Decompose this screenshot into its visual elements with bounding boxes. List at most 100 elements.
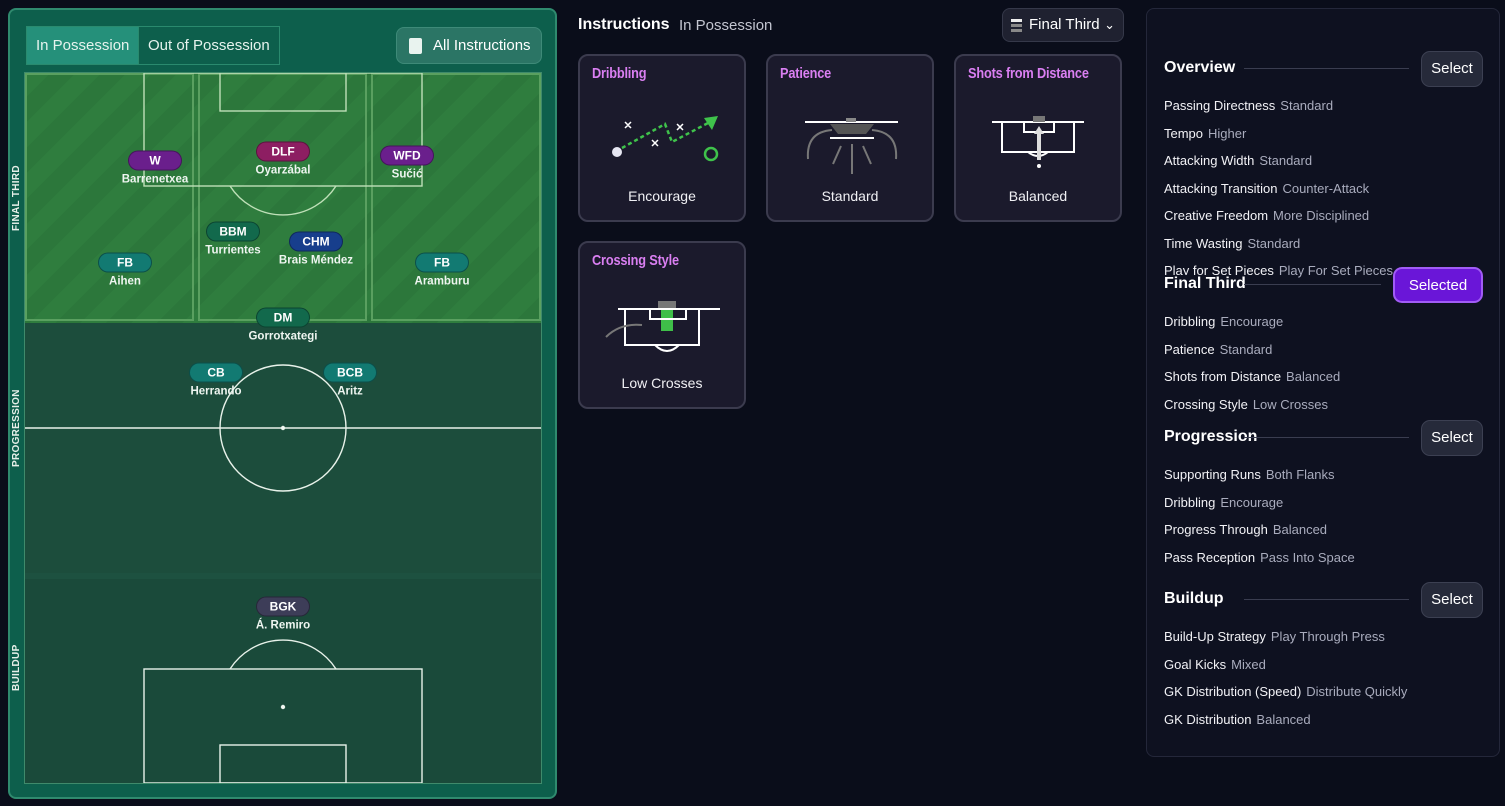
row-value: Higher xyxy=(1208,125,1247,141)
player-name: Aritz xyxy=(337,385,363,398)
instruction-card-patience[interactable]: Patience Standard xyxy=(766,54,934,222)
player-marker[interactable]: FB Aramburu xyxy=(382,252,502,288)
row-label: Play for Set Pieces xyxy=(1164,263,1274,278)
patience-icon xyxy=(805,118,898,174)
divider xyxy=(1244,284,1381,285)
row-label: Creative Freedom xyxy=(1164,208,1269,223)
instructions-subtitle: In Possession xyxy=(679,17,773,34)
card-title: Crossing Style xyxy=(592,252,679,269)
card-title: Patience xyxy=(780,65,832,82)
role-badge: CB xyxy=(189,362,243,383)
role-badge: FB xyxy=(415,252,469,273)
role-badge: WFD xyxy=(380,145,434,166)
row-label: Attacking Width xyxy=(1164,153,1255,168)
select-button[interactable]: Select xyxy=(1421,51,1483,87)
row-value: Balanced xyxy=(1256,711,1311,727)
player-name: Turrientes xyxy=(205,244,261,257)
row-value: Counter-Attack xyxy=(1282,180,1370,196)
row-label: Time Wasting xyxy=(1164,235,1243,251)
final-third-right-channel[interactable] xyxy=(371,73,541,321)
row-value: Play For Set Pieces xyxy=(1278,263,1393,278)
section-title: Progression xyxy=(1164,428,1270,446)
instruction-card-dribbling[interactable]: Dribbling Encourage xyxy=(578,54,746,222)
role-badge: FB xyxy=(98,252,152,273)
zone-label-buildup: BUILDUP xyxy=(11,644,22,692)
selected-button[interactable]: Selected xyxy=(1393,267,1483,303)
crossing-style-icon xyxy=(605,301,720,352)
select-button[interactable]: Select xyxy=(1421,420,1483,456)
row-value: Standard xyxy=(1280,98,1334,113)
card-title: Shots from Distance xyxy=(968,65,1089,82)
chevron-down-icon: ⌄ xyxy=(1104,17,1115,32)
row-label: GK Distribution xyxy=(1164,711,1252,727)
shots-from-distance-icon xyxy=(992,116,1084,168)
divider xyxy=(1244,437,1409,438)
row-value: Low Crosses xyxy=(1252,396,1328,412)
row-value: Distribute Quickly xyxy=(1306,684,1408,699)
instruction-card-shots-from-distance[interactable]: Shots from Distance Balanced xyxy=(954,54,1122,222)
dribbling-icon xyxy=(612,116,719,162)
player-name: Á. Remiro xyxy=(255,619,311,632)
select-button[interactable]: Select xyxy=(1421,582,1483,618)
section-title: Overview xyxy=(1164,59,1248,77)
final-third-left-channel[interactable] xyxy=(25,73,194,321)
row-label: Crossing Style xyxy=(1164,396,1248,412)
instruction-card-crossing-style[interactable]: Crossing Style Low Crosses xyxy=(578,241,746,409)
row-label: Progress Through xyxy=(1164,522,1268,537)
role-badge: BBM xyxy=(206,221,260,242)
player-marker[interactable]: DM Gorrotxategi xyxy=(223,307,343,343)
row-label: Pass Reception xyxy=(1164,549,1256,565)
player-name: Brais Méndez xyxy=(278,254,354,267)
row-value: More Disciplined xyxy=(1273,208,1370,223)
row-label: Goal Kicks xyxy=(1164,656,1227,672)
phase-dropdown-value: Final Third xyxy=(1029,16,1100,33)
card-value: Standard xyxy=(821,188,879,204)
row-value: Mixed xyxy=(1231,656,1266,672)
player-marker[interactable]: BBM Turrientes xyxy=(173,221,293,257)
row-value: Standard xyxy=(1219,341,1273,357)
row-value: Standard xyxy=(1247,235,1301,251)
card-value: Low Crosses xyxy=(621,375,703,391)
checklist-icon xyxy=(409,38,422,54)
tab-out-of-possession[interactable]: Out of Possession xyxy=(138,26,280,65)
row-label: Build-Up Strategy xyxy=(1164,629,1266,644)
phase-dropdown[interactable]: Final Third ⌄ xyxy=(1002,8,1124,42)
summary-row: GK Distribution (Speed)Distribute Quickl… xyxy=(1164,678,1483,706)
layers-icon xyxy=(1011,19,1022,32)
player-name: Gorrotxategi xyxy=(248,330,318,343)
role-badge: DM xyxy=(256,307,310,328)
row-value: Standard xyxy=(1259,153,1313,168)
player-name: Barrenetxea xyxy=(121,173,189,186)
player-name: Aramburu xyxy=(414,275,470,288)
role-badge: DLF xyxy=(256,141,310,162)
section-title: Buildup xyxy=(1164,590,1236,608)
divider xyxy=(1244,68,1409,69)
all-instructions-button[interactable]: All Instructions xyxy=(396,27,542,64)
tab-in-possession[interactable]: In Possession xyxy=(26,26,140,65)
row-value: Encourage xyxy=(1220,314,1284,329)
card-value: Balanced xyxy=(1008,188,1068,204)
